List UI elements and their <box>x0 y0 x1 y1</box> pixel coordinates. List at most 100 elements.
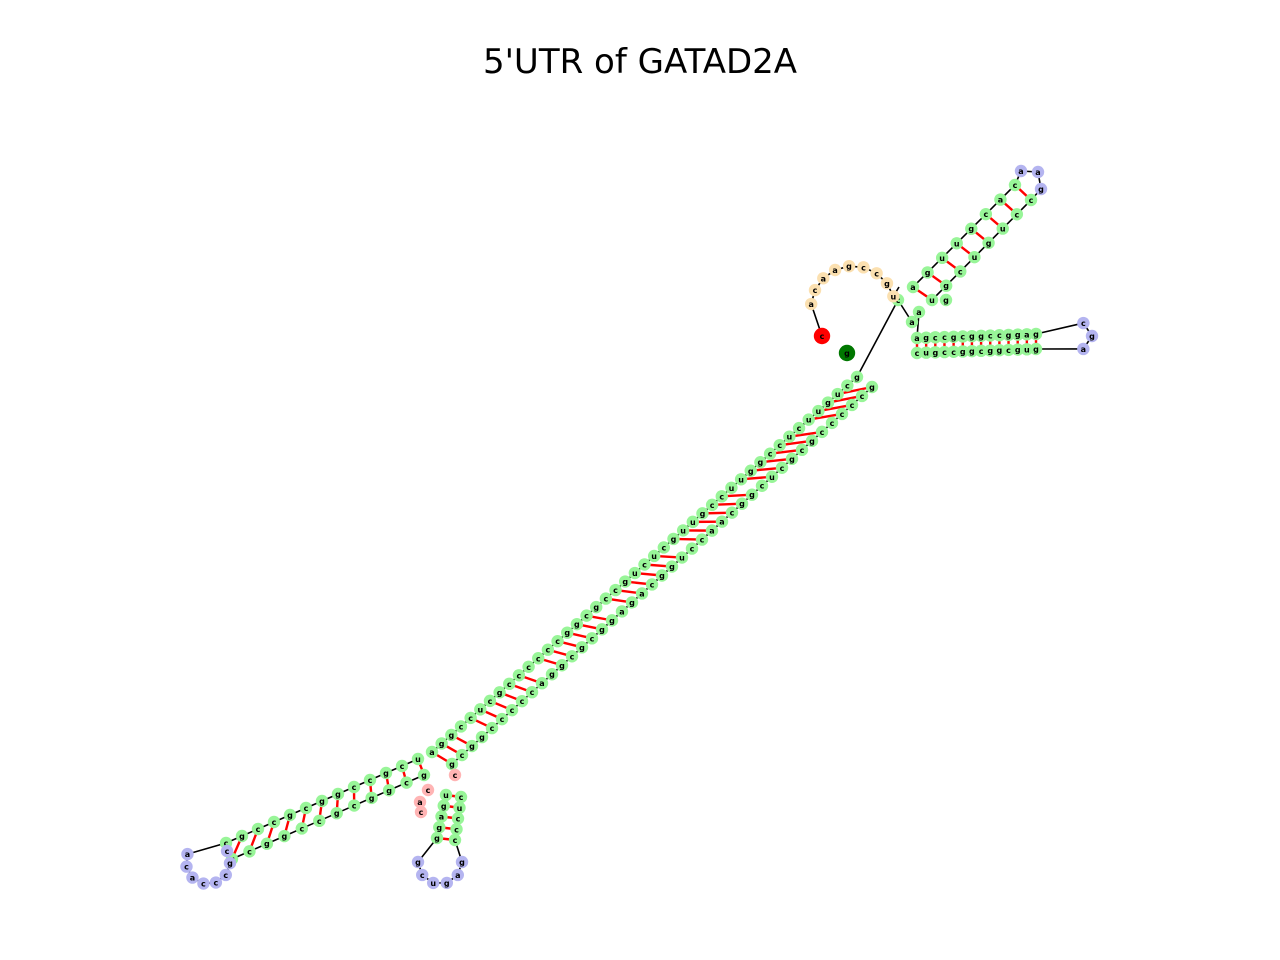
nucleotide-label: c <box>850 401 855 410</box>
nucleotide-label: g <box>969 332 975 341</box>
upper-stem-nucleotide: c <box>979 207 993 221</box>
upper-stem-nucleotide: g <box>939 279 953 292</box>
main-stem-nucleotide: u <box>812 404 825 418</box>
hairpin-loop-nucleotide: g <box>440 876 453 890</box>
main-stem-nucleotide: c <box>483 694 497 708</box>
nucleotide-label: g <box>439 739 445 748</box>
main-stem-nucleotide: g <box>590 600 603 614</box>
nucleotide-label: c <box>933 333 938 342</box>
nucleotide-label: u <box>477 705 483 714</box>
nucleotide-label: c <box>456 815 461 824</box>
upper-stem-nucleotide: a <box>994 193 1007 206</box>
main-stem-nucleotide: u <box>675 551 689 564</box>
main-stem-nucleotide: g <box>744 464 757 477</box>
nucleotide-label: c <box>256 825 261 834</box>
nucleotide-label: c <box>960 332 965 341</box>
nucleotide-label: c <box>224 839 229 848</box>
nucleotide-label: u <box>806 416 812 425</box>
nucleotide-label: c <box>988 332 993 341</box>
nucleotide-label: c <box>1081 319 1086 328</box>
nucleotide-label: g <box>549 670 555 679</box>
right-arm-nucleotide: g <box>947 330 960 343</box>
nucleotide-label: g <box>609 616 615 625</box>
main-stem-nucleotide: a <box>535 677 549 690</box>
main-stem-nucleotide: c <box>599 592 613 605</box>
nucleotide-label: c <box>453 771 458 780</box>
nucleotide-label: a <box>190 874 195 883</box>
main-stem-nucleotide: c <box>773 438 786 452</box>
nucleotide-label: c <box>710 501 715 510</box>
main-stem-nucleotide: g <box>435 737 448 750</box>
nucleotide-label: c <box>570 652 575 661</box>
main-stem-nucleotide: c <box>522 660 535 673</box>
nucleotide-label: c <box>942 333 947 342</box>
nucleotide-label: g <box>700 509 706 518</box>
exterior-loop-nucleotide: a <box>817 272 830 285</box>
nucleotide-label: g <box>854 373 860 382</box>
nucleotide-label: c <box>201 880 206 889</box>
small-arm-nucleotide: u <box>439 788 453 802</box>
nucleotide-label: c <box>983 210 988 219</box>
main-stem-nucleotide: g <box>445 757 459 771</box>
main-stem-nucleotide: g <box>493 686 506 699</box>
main-stem-nucleotide: g <box>805 434 819 448</box>
nucleotide-label: u <box>923 349 929 358</box>
right-arm-nucleotide: c <box>938 330 951 344</box>
nucleotide-label: c <box>453 836 458 845</box>
main-stem-nucleotide: g <box>665 560 679 573</box>
nucleotide-label: g <box>1038 185 1044 194</box>
nucleotide-label: c <box>510 706 515 715</box>
nucleotide-label: c <box>780 464 785 473</box>
main-stem-nucleotide: c <box>825 416 839 430</box>
nucleotide-label: c <box>874 269 879 278</box>
main-stem-nucleotide: c <box>645 578 659 591</box>
nucleotide-label: g <box>415 858 421 867</box>
main-stem-nucleotide: g <box>570 617 584 631</box>
nucleotide-label: g <box>789 455 795 464</box>
small-arm-nucleotide: g <box>437 799 450 812</box>
main-stem-nucleotide: c <box>715 490 728 503</box>
hairpin-loop-nucleotide: g <box>223 856 237 870</box>
nucleotide-label: a <box>539 679 544 688</box>
nucleotide-label: c <box>555 637 560 646</box>
junction-nucleotide: a <box>912 305 926 319</box>
main-stem-nucleotide: c <box>585 632 599 645</box>
right-arm-nucleotide: g <box>993 344 1006 357</box>
nucleotide-label: g <box>629 598 635 607</box>
nucleotide-label: g <box>758 458 764 467</box>
exterior-loop-nucleotide: c <box>808 283 822 297</box>
nucleotide-label: g <box>932 348 938 357</box>
nucleotide-label: g <box>469 742 475 751</box>
small-arm-nucleotide: c <box>454 790 468 804</box>
nucleotide-label: c <box>690 545 695 554</box>
nucleotide-label: c <box>861 263 866 272</box>
main-stem-nucleotide: c <box>841 379 854 392</box>
left-arm-nucleotide: g <box>330 806 343 820</box>
nucleotide-label: g <box>574 620 580 629</box>
junction-nucleotide: g <box>939 293 953 307</box>
nucleotide-label: c <box>468 714 473 723</box>
main-stem-nucleotide: u <box>783 430 796 443</box>
main-stem-nucleotide: c <box>454 720 468 733</box>
nucleotide-label: a <box>619 607 624 616</box>
main-stem-nucleotide: c <box>763 447 777 460</box>
right-arm-nucleotide: a <box>1020 328 1034 341</box>
nucleotide-label: c <box>1013 181 1018 190</box>
nucleotide-label: g <box>287 811 293 820</box>
upper-stem-nucleotide: u <box>968 250 981 264</box>
main-stem-nucleotide: a <box>705 524 719 537</box>
main-stem-nucleotide: c <box>565 650 579 663</box>
nucleotide-label: u <box>890 292 896 301</box>
nucleotide-label: a <box>998 196 1003 205</box>
nucleotide-label: u <box>939 254 945 263</box>
nucleotide-label: c <box>1014 210 1019 219</box>
upper-stem-nucleotide: a <box>906 280 920 294</box>
left-arm-nucleotide: g <box>382 784 396 797</box>
hairpin-loop-nucleotide: a <box>451 868 464 882</box>
left-arm-nucleotide: c <box>267 815 281 829</box>
main-stem-nucleotide: u <box>802 413 815 426</box>
main-stem-nucleotide: c <box>795 443 809 457</box>
backbone-link <box>1035 322 1084 335</box>
nucleotide-label: g <box>579 643 585 652</box>
nucleotide-label: c <box>400 762 405 771</box>
